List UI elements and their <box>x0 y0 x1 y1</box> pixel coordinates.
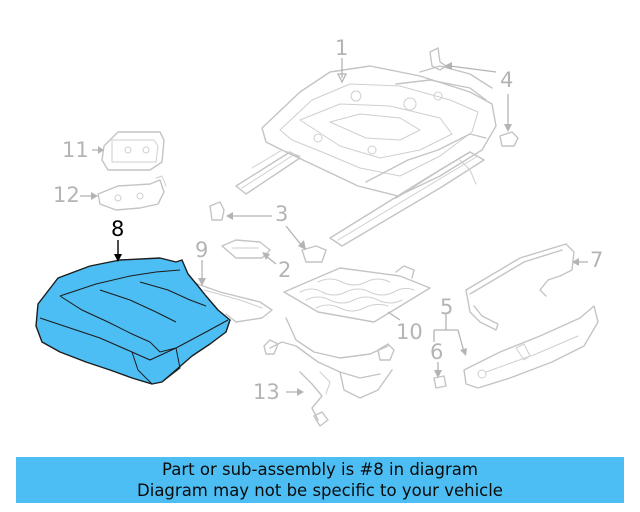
callout-5[interactable]: 5 <box>440 295 454 319</box>
callout-1[interactable]: 1 <box>335 36 349 60</box>
leader-5 <box>433 314 465 353</box>
callout-13[interactable]: 13 <box>253 380 280 404</box>
leader-3b <box>285 225 303 247</box>
part-4-clip[interactable] <box>429 47 519 147</box>
part-2-cap[interactable] <box>221 239 271 259</box>
part-12-bracket[interactable] <box>97 175 167 211</box>
caption-banner: Part or sub-assembly is #8 in diagram Di… <box>16 457 624 503</box>
callout-8[interactable]: 8 <box>111 217 125 241</box>
part-9-seat-pan[interactable] <box>191 281 273 323</box>
part-1-seat-frame[interactable] <box>235 65 497 247</box>
part-7-wire-frame[interactable] <box>465 243 575 331</box>
leader-lines <box>80 58 588 396</box>
callout-10[interactable]: 10 <box>396 320 423 344</box>
callout-6[interactable]: 6 <box>430 340 444 364</box>
callout-12[interactable]: 12 <box>53 183 80 207</box>
parts-diagram <box>35 47 599 427</box>
part-5-side-cover[interactable] <box>463 305 599 389</box>
part-13-wire-harness[interactable] <box>263 317 395 427</box>
part-3-clip[interactable] <box>209 201 327 263</box>
callout-2[interactable]: 2 <box>278 258 292 282</box>
leader-4a <box>449 65 497 73</box>
part-8-seat-cushion[interactable] <box>35 257 231 385</box>
caption-line-1: Part or sub-assembly is #8 in diagram <box>162 460 478 479</box>
callout-4[interactable]: 4 <box>500 68 514 92</box>
leader-10 <box>387 311 401 321</box>
callout-11[interactable]: 11 <box>62 138 89 162</box>
part-11-control-module[interactable] <box>101 131 165 171</box>
part-10-heater-mat[interactable] <box>283 265 431 323</box>
callout-3[interactable]: 3 <box>275 202 289 226</box>
caption-line-2: Diagram may not be specific to your vehi… <box>137 481 503 500</box>
callout-7[interactable]: 7 <box>590 248 604 272</box>
callout-9[interactable]: 9 <box>195 238 209 262</box>
part-6-clip[interactable] <box>433 375 447 389</box>
